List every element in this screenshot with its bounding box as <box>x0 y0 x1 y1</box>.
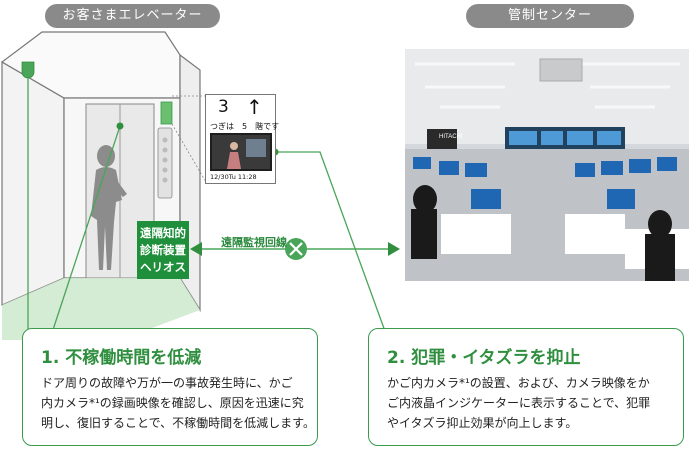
control-center-photo: HITACHI <box>405 49 689 281</box>
next-floor-text: つぎは 5 階です <box>210 122 280 131</box>
panel-button <box>162 177 168 183</box>
control-center-header: 管制センター <box>466 4 634 28</box>
panel-button <box>162 157 168 163</box>
helios-device-label: 遠隔知的 診断装置 ヘリオス <box>137 221 189 279</box>
person-silhouette <box>91 145 127 270</box>
panel-button <box>162 167 168 173</box>
benefit-1-text: ドア周りの故障や万が一の事故発生時に、かご 内カメラ*¹の録画映像を確認し、原因… <box>41 376 315 430</box>
photo-brand-text: HITACHI <box>439 134 463 140</box>
camera-view-floor <box>2 278 200 340</box>
elevator-header: お客さまエレベーター <box>45 4 220 28</box>
benefit-1-title: 1. 不稼働時間を低減 <box>41 348 202 368</box>
panel-button <box>162 137 168 143</box>
car-to-box1-line <box>47 125 121 346</box>
car-connection-dot <box>116 122 124 130</box>
monitoring-line-label: 遠隔監視回線 <box>221 236 287 249</box>
elevator-left-wall <box>1 60 65 306</box>
benefit-2-text: かご内カメラ*¹の設置、および、カメラ映像をか ご内液晶インジケーターに表示する… <box>387 376 651 430</box>
left-arrow-icon <box>190 242 202 256</box>
lcd-indicator: 3 ↑ つぎは 5 階です 12/30Tu 11:28 <box>205 94 280 184</box>
benefit-box-1: 1. 不稼働時間を低減 ドア周りの故障や万が一の事故発生時に、かご 内カメラ*¹… <box>22 328 318 446</box>
up-arrow-icon: ↑ <box>246 95 263 119</box>
benefit-box-2: 2. 犯罪・イタズラを抑止 かご内カメラ*¹の設置、および、カメラ映像をか ご内… <box>368 328 684 446</box>
floor-number: 3 <box>218 97 229 117</box>
panel-button <box>162 147 168 153</box>
indicator-status-text: 12/30Tu 11:28 <box>210 173 257 181</box>
indicator-callout-line <box>171 123 207 183</box>
car-camera-icon <box>21 61 35 79</box>
indicator-to-box2-line <box>275 151 391 346</box>
benefit-2-title: 2. 犯罪・イタズラを抑止 <box>387 348 581 368</box>
right-arrow-icon <box>388 242 400 256</box>
camera-feed-screen <box>210 133 272 171</box>
operating-panel <box>157 127 173 199</box>
lcd-indicator-in-car <box>160 101 173 125</box>
